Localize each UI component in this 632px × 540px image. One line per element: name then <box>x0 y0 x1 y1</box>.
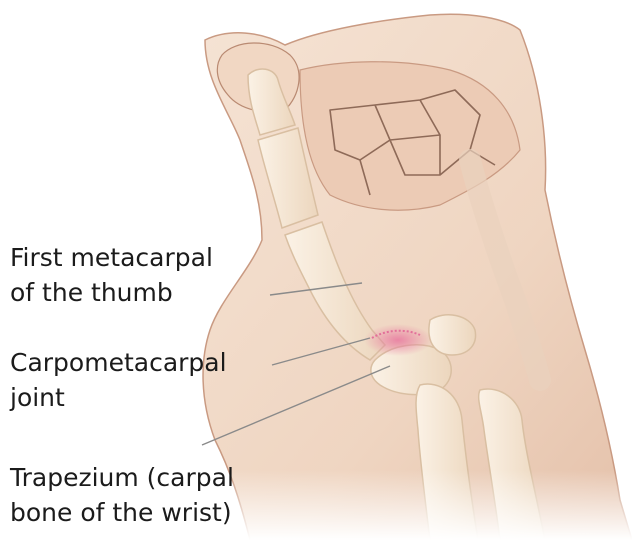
label-first-metacarpal-line1: First metacarpal <box>10 240 213 275</box>
label-first-metacarpal-line2: of the thumb <box>10 275 213 310</box>
label-carpometacarpal-joint: Carpometacarpal joint <box>10 345 227 415</box>
label-first-metacarpal: First metacarpal of the thumb <box>10 240 213 310</box>
label-carpometacarpal-line2: joint <box>10 380 227 415</box>
label-carpometacarpal-line1: Carpometacarpal <box>10 345 227 380</box>
carpal-bone <box>429 315 476 355</box>
label-trapezium-line1: Trapezium (carpal <box>10 460 234 495</box>
carpometacarpal-joint-highlight <box>364 324 432 356</box>
wrist-fade <box>230 470 632 540</box>
label-trapezium: Trapezium (carpal bone of the wrist) <box>10 460 234 530</box>
label-trapezium-line2: bone of the wrist) <box>10 495 234 530</box>
